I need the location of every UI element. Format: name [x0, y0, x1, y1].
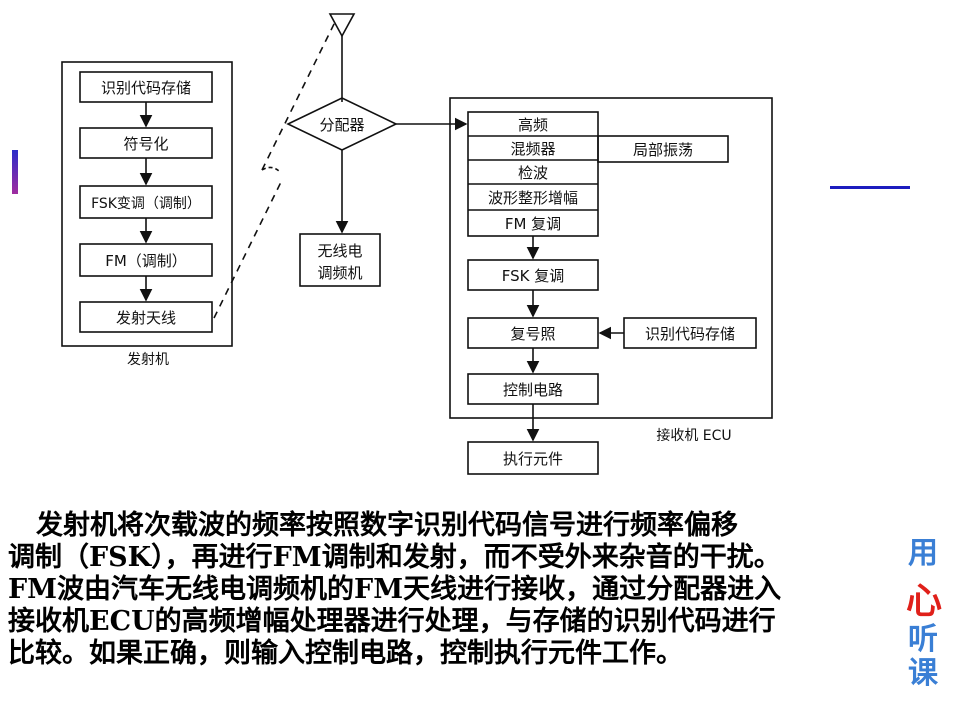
radio-box — [299, 233, 381, 287]
wave-squiggle — [261, 166, 281, 173]
antenna-icon — [328, 13, 356, 38]
tx-label-encode: 符号化 — [123, 135, 168, 153]
rx-local-osc-box — [597, 135, 729, 163]
right-accent-line — [830, 186, 910, 189]
left-accent-bar — [12, 150, 18, 194]
receiver-caption: 接收机 ECU — [656, 427, 731, 444]
rx-label-control: 控制电路 — [503, 381, 563, 399]
wave-line-2 — [261, 19, 337, 171]
actuator-label: 执行元件 — [503, 450, 563, 468]
rx-label-detect: 检波 — [518, 164, 548, 182]
para-line-5: 比较。如果正确，则输入控制电路，控制执行元件工作。 — [8, 638, 683, 669]
logo-char-3: 听 — [908, 622, 938, 657]
transmitter-frame — [61, 61, 233, 347]
receiver-frame — [449, 97, 773, 419]
para-line-1: 发射机将次载波的频率按照数字识别代码信号进行频率偏移 — [36, 510, 738, 541]
rx-label-compare: 复号照 — [510, 325, 555, 343]
rx-label-fsk: FSK 复调 — [502, 267, 565, 285]
logo-char-1: 用 — [908, 536, 938, 571]
block-diagram: 识别代码存储 符号化 FSK变调（调制） FM（调制） 发射天线 发射机 分配器… — [61, 13, 773, 475]
description-paragraph: 发射机将次载波的频率按照数字识别代码信号进行频率偏移 调制（FSK），再进行FM… — [8, 510, 898, 670]
wave-line-1 — [213, 179, 283, 319]
tx-label-fm: FM（调制） — [105, 252, 187, 270]
actuator-box — [467, 441, 599, 475]
para-line-3: FM波由汽车无线电调频机的FM天线进行接收，通过分配器进入 — [8, 574, 782, 605]
radio-label-1: 无线电 — [317, 242, 362, 260]
para-line-2: 调制（FSK），再进行FM调制和发射，而不受外来杂音的干扰。 — [8, 542, 781, 573]
rx-label-local-osc: 局部振荡 — [633, 141, 693, 159]
rx-label-mixer: 混频器 — [510, 140, 555, 158]
transmitter-caption: 发射机 — [127, 352, 169, 368]
radio-label-2: 调频机 — [317, 264, 362, 282]
distributor-label: 分配器 — [319, 116, 364, 134]
tx-label-fsk: FSK变调（调制） — [91, 196, 201, 212]
tx-label-code-store: 识别代码存储 — [101, 79, 191, 97]
logo-char-2: 心 — [906, 581, 943, 622]
rx-label-hf: 高频 — [518, 116, 548, 134]
rx-label-code-store: 识别代码存储 — [645, 325, 735, 343]
tx-box-antenna — [79, 301, 213, 333]
tx-label-antenna: 发射天线 — [116, 309, 176, 327]
logo-char-4: 课 — [908, 656, 938, 691]
rx-label-fm-demod: FM 复调 — [505, 215, 561, 233]
para-line-4: 接收机ECU的高频增幅处理器进行处理，与存储的识别代码进行 — [8, 606, 776, 637]
logo: 用 心 听 课 — [898, 528, 954, 691]
rx-label-shaping: 波形整形增幅 — [488, 189, 578, 207]
